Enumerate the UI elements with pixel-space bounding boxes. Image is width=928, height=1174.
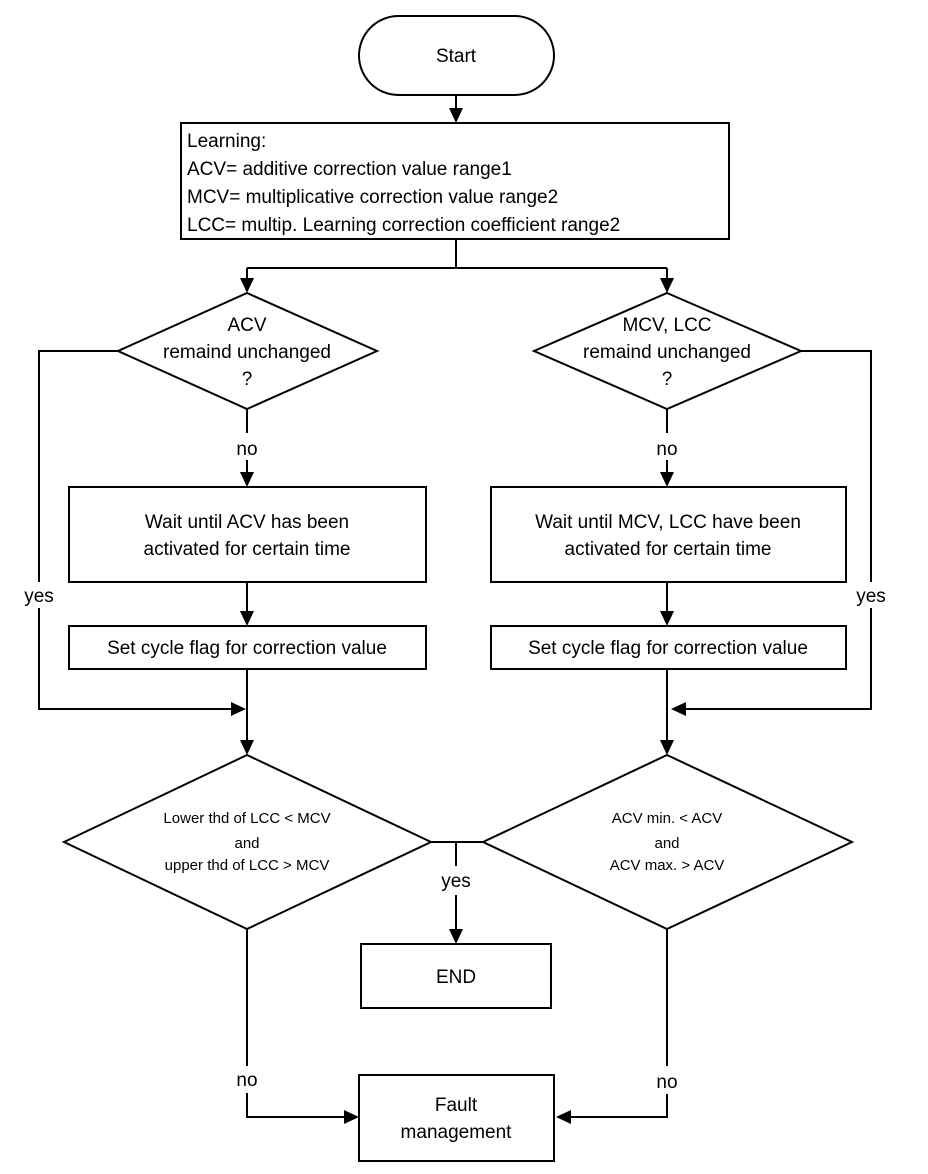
learning-box: Learning: ACV= additive correction value… bbox=[180, 122, 730, 240]
start-label: Start bbox=[436, 46, 477, 67]
wait-mcv-lcc-box: Wait until MCV, LCC have been activated … bbox=[490, 486, 847, 583]
check-left-line-3: upper thd of LCC > MCV bbox=[165, 857, 330, 874]
decision-left-line-2: remaind unchanged bbox=[163, 342, 331, 363]
arrow-head-icon bbox=[231, 702, 246, 716]
set-flag-left-label: Set cycle flag for correction value bbox=[107, 638, 387, 659]
arrow-head-icon bbox=[660, 278, 674, 293]
arrow-head-icon bbox=[240, 278, 254, 293]
arrow-head-icon bbox=[240, 611, 254, 626]
arrow-head-icon bbox=[660, 740, 674, 755]
end-label: END bbox=[436, 967, 476, 988]
label-yes-right: yes bbox=[856, 586, 886, 607]
learning-line-4: LCC= multip. Learning correction coeffic… bbox=[187, 215, 620, 236]
check-lcc-thresholds: Lower thd of LCC < MCV and upper thd of … bbox=[61, 753, 434, 931]
set-flag-left-box: Set cycle flag for correction value bbox=[68, 625, 427, 670]
end-node: END bbox=[360, 943, 552, 1009]
check-acv-limits: ACV min. < ACV and ACV max. > ACV bbox=[480, 753, 855, 931]
fault-line-1: Fault bbox=[435, 1095, 478, 1116]
wait-right-line-1: Wait until MCV, LCC have been bbox=[535, 512, 801, 533]
arrow-head-icon bbox=[240, 740, 254, 755]
label-yes-left: yes bbox=[24, 586, 54, 607]
fault-line-2: management bbox=[401, 1122, 513, 1143]
wait-left-line-1: Wait until ACV has been bbox=[145, 512, 349, 533]
check-right-line-1: ACV min. < ACV bbox=[612, 810, 722, 827]
arrow-head-icon bbox=[556, 1110, 571, 1124]
start-node: Start bbox=[358, 15, 555, 96]
wait-left-line-2: activated for certain time bbox=[144, 539, 351, 560]
arrow-head-icon bbox=[449, 108, 463, 123]
label-no-bottom-left: no bbox=[236, 1070, 257, 1091]
decision-right-line-3: ? bbox=[662, 369, 673, 390]
decision-left-line-3: ? bbox=[242, 369, 253, 390]
arrow-head-icon bbox=[240, 472, 254, 487]
arrow-head-icon bbox=[344, 1110, 359, 1124]
learning-line-2: ACV= additive correction value range1 bbox=[187, 159, 512, 180]
decision-right-line-2: remaind unchanged bbox=[583, 342, 751, 363]
arrow-head-icon bbox=[660, 611, 674, 626]
label-no-bottom-right: no bbox=[656, 1072, 677, 1093]
decision-left-line-1: ACV bbox=[227, 315, 266, 336]
check-right-line-3: ACV max. > ACV bbox=[610, 857, 725, 874]
label-no-right: no bbox=[656, 439, 677, 460]
label-yes-end: yes bbox=[441, 871, 471, 892]
wait-right-line-2: activated for certain time bbox=[565, 539, 772, 560]
wait-acv-box: Wait until ACV has been activated for ce… bbox=[68, 486, 427, 583]
decision-acv-unchanged: ACV remaind unchanged ? bbox=[115, 291, 380, 411]
check-left-line-2: and bbox=[234, 835, 259, 852]
label-no-left: no bbox=[236, 439, 257, 460]
decision-right-line-1: MCV, LCC bbox=[622, 315, 711, 336]
set-flag-right-label: Set cycle flag for correction value bbox=[528, 638, 808, 659]
arrow-head-icon bbox=[449, 929, 463, 944]
decision-mcv-lcc-unchanged: MCV, LCC remaind unchanged ? bbox=[531, 291, 804, 411]
fault-management-node: Fault management bbox=[358, 1074, 555, 1162]
check-left-line-1: Lower thd of LCC < MCV bbox=[163, 810, 330, 827]
check-right-line-2: and bbox=[654, 835, 679, 852]
learning-line-3: MCV= multiplicative correction value ran… bbox=[187, 187, 558, 208]
learning-line-1: Learning: bbox=[187, 131, 266, 152]
arrow-head-icon bbox=[671, 702, 686, 716]
set-flag-right-box: Set cycle flag for correction value bbox=[490, 625, 847, 670]
arrow-head-icon bbox=[660, 472, 674, 487]
